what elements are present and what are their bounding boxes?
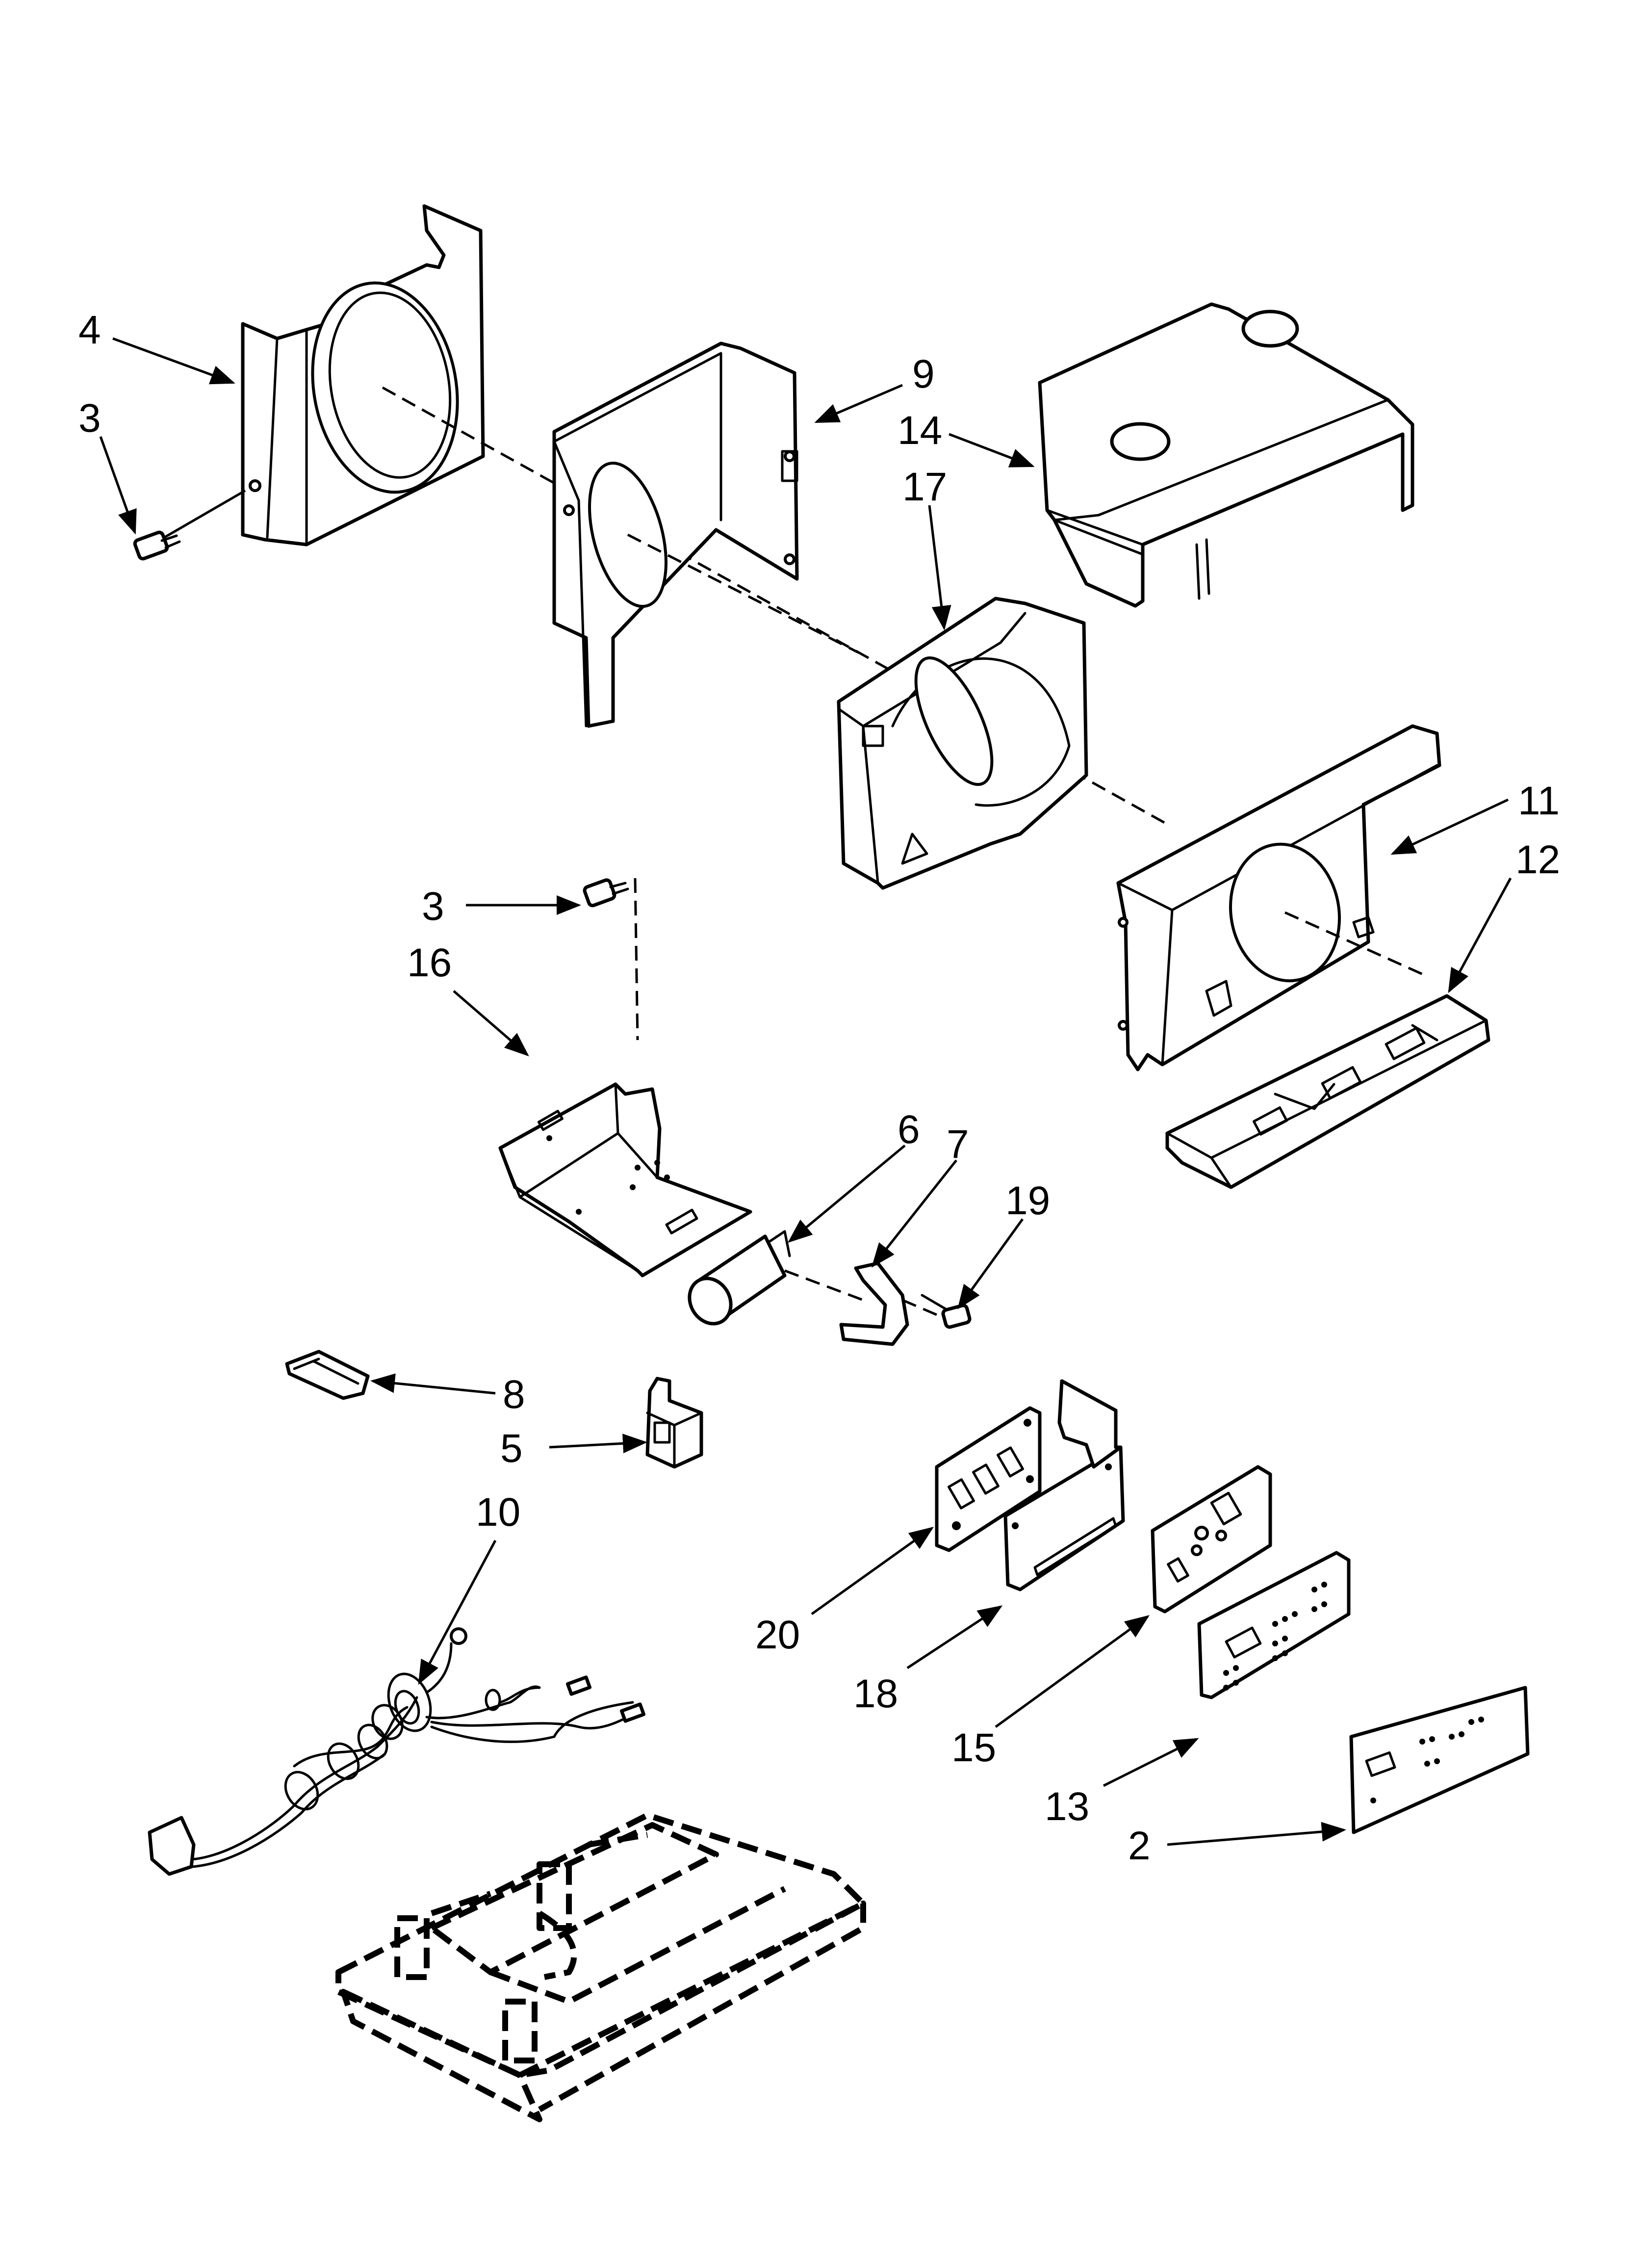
part-5-transformer xyxy=(645,1377,703,1469)
part-2-overlay xyxy=(1349,1686,1530,1834)
part-14-cover xyxy=(1038,302,1414,608)
callout-16: 16 xyxy=(407,940,452,985)
leader-arrows xyxy=(99,337,1512,1846)
callout-12: 12 xyxy=(1515,837,1560,882)
part-17-blower-housing xyxy=(837,597,1088,890)
part-4-side-panel xyxy=(241,204,485,547)
callout-5: 5 xyxy=(500,1426,523,1471)
callout-3-mid: 3 xyxy=(422,884,444,929)
part-10-wire-harness xyxy=(148,1627,646,1876)
axis-line-mid xyxy=(627,533,859,654)
part-11-orifice-panel xyxy=(1116,724,1441,1071)
part-7-strap xyxy=(839,1261,937,1346)
axis-line-right xyxy=(1284,911,1428,978)
part-20-switch-plate xyxy=(935,1406,1042,1552)
callout-3-top: 3 xyxy=(78,396,101,441)
callout-15: 15 xyxy=(951,1725,996,1770)
callout-20: 20 xyxy=(755,1613,800,1657)
callout-4: 4 xyxy=(78,308,101,352)
part-9-shroud xyxy=(552,341,799,728)
callout-6: 6 xyxy=(898,1107,920,1152)
callout-14: 14 xyxy=(898,408,942,453)
part-12-base-rail xyxy=(1165,994,1490,1189)
callout-19: 19 xyxy=(1005,1178,1050,1223)
part-8-clip xyxy=(285,1350,370,1400)
part-19-screw xyxy=(921,1294,972,1329)
part-16-control-box xyxy=(498,1082,752,1277)
part-3-screw-mid xyxy=(583,878,639,1041)
callout-8: 8 xyxy=(503,1372,525,1417)
callout-10: 10 xyxy=(476,1490,520,1535)
part-13-control-panel xyxy=(1197,1551,1351,1699)
part-18-control-board xyxy=(1003,1379,1125,1591)
part-3-screw-top xyxy=(133,489,246,561)
callout-2: 2 xyxy=(1128,1824,1151,1868)
callout-7: 7 xyxy=(947,1122,969,1167)
part-6-capacitor xyxy=(688,1230,864,1326)
callout-17: 17 xyxy=(902,465,947,509)
part-15-display-board xyxy=(1151,1465,1272,1614)
base-pan-phantom xyxy=(335,1812,866,2122)
callout-11: 11 xyxy=(1518,779,1560,823)
callout-18: 18 xyxy=(853,1671,898,1716)
callout-9: 9 xyxy=(912,352,935,396)
callout-13: 13 xyxy=(1045,1784,1089,1829)
callout-labels: 4 3 9 14 17 11 12 3 16 6 7 19 8 5 10 20 … xyxy=(78,308,1560,1868)
